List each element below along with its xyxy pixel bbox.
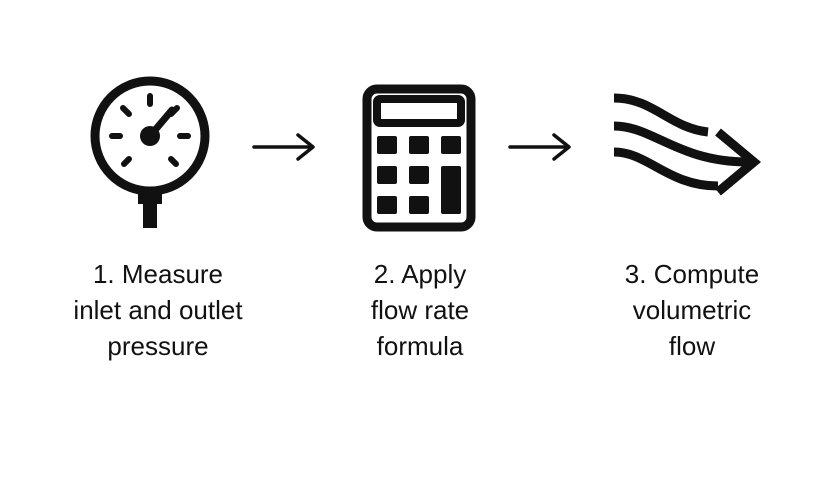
calculator-icon bbox=[362, 84, 476, 232]
pressure-gauge-icon bbox=[90, 76, 210, 228]
step-3-label: 3. Compute volumetric flow bbox=[582, 256, 802, 364]
step-2-label-line: formula bbox=[376, 331, 464, 361]
step-3-label-line: flow bbox=[668, 331, 716, 361]
step-1-label-line: pressure bbox=[107, 331, 209, 361]
step-3-label-line: 3. Compute bbox=[624, 259, 760, 289]
step-3-label-line: volumetric bbox=[632, 295, 752, 325]
step-1-label: 1. Measure inlet and outlet pressure bbox=[40, 256, 276, 364]
right-arrow-icon bbox=[252, 133, 315, 161]
step-1-label-line: 1. Measure bbox=[92, 259, 224, 289]
step-2-label: 2. Apply flow rate formula bbox=[320, 256, 520, 364]
right-arrow-icon bbox=[508, 133, 571, 161]
step-2-label-line: flow rate bbox=[370, 295, 470, 325]
step-2-label-line: 2. Apply bbox=[373, 259, 467, 289]
step-1-label-line: inlet and outlet bbox=[73, 295, 243, 325]
flow-arrow-icon bbox=[613, 93, 762, 196]
